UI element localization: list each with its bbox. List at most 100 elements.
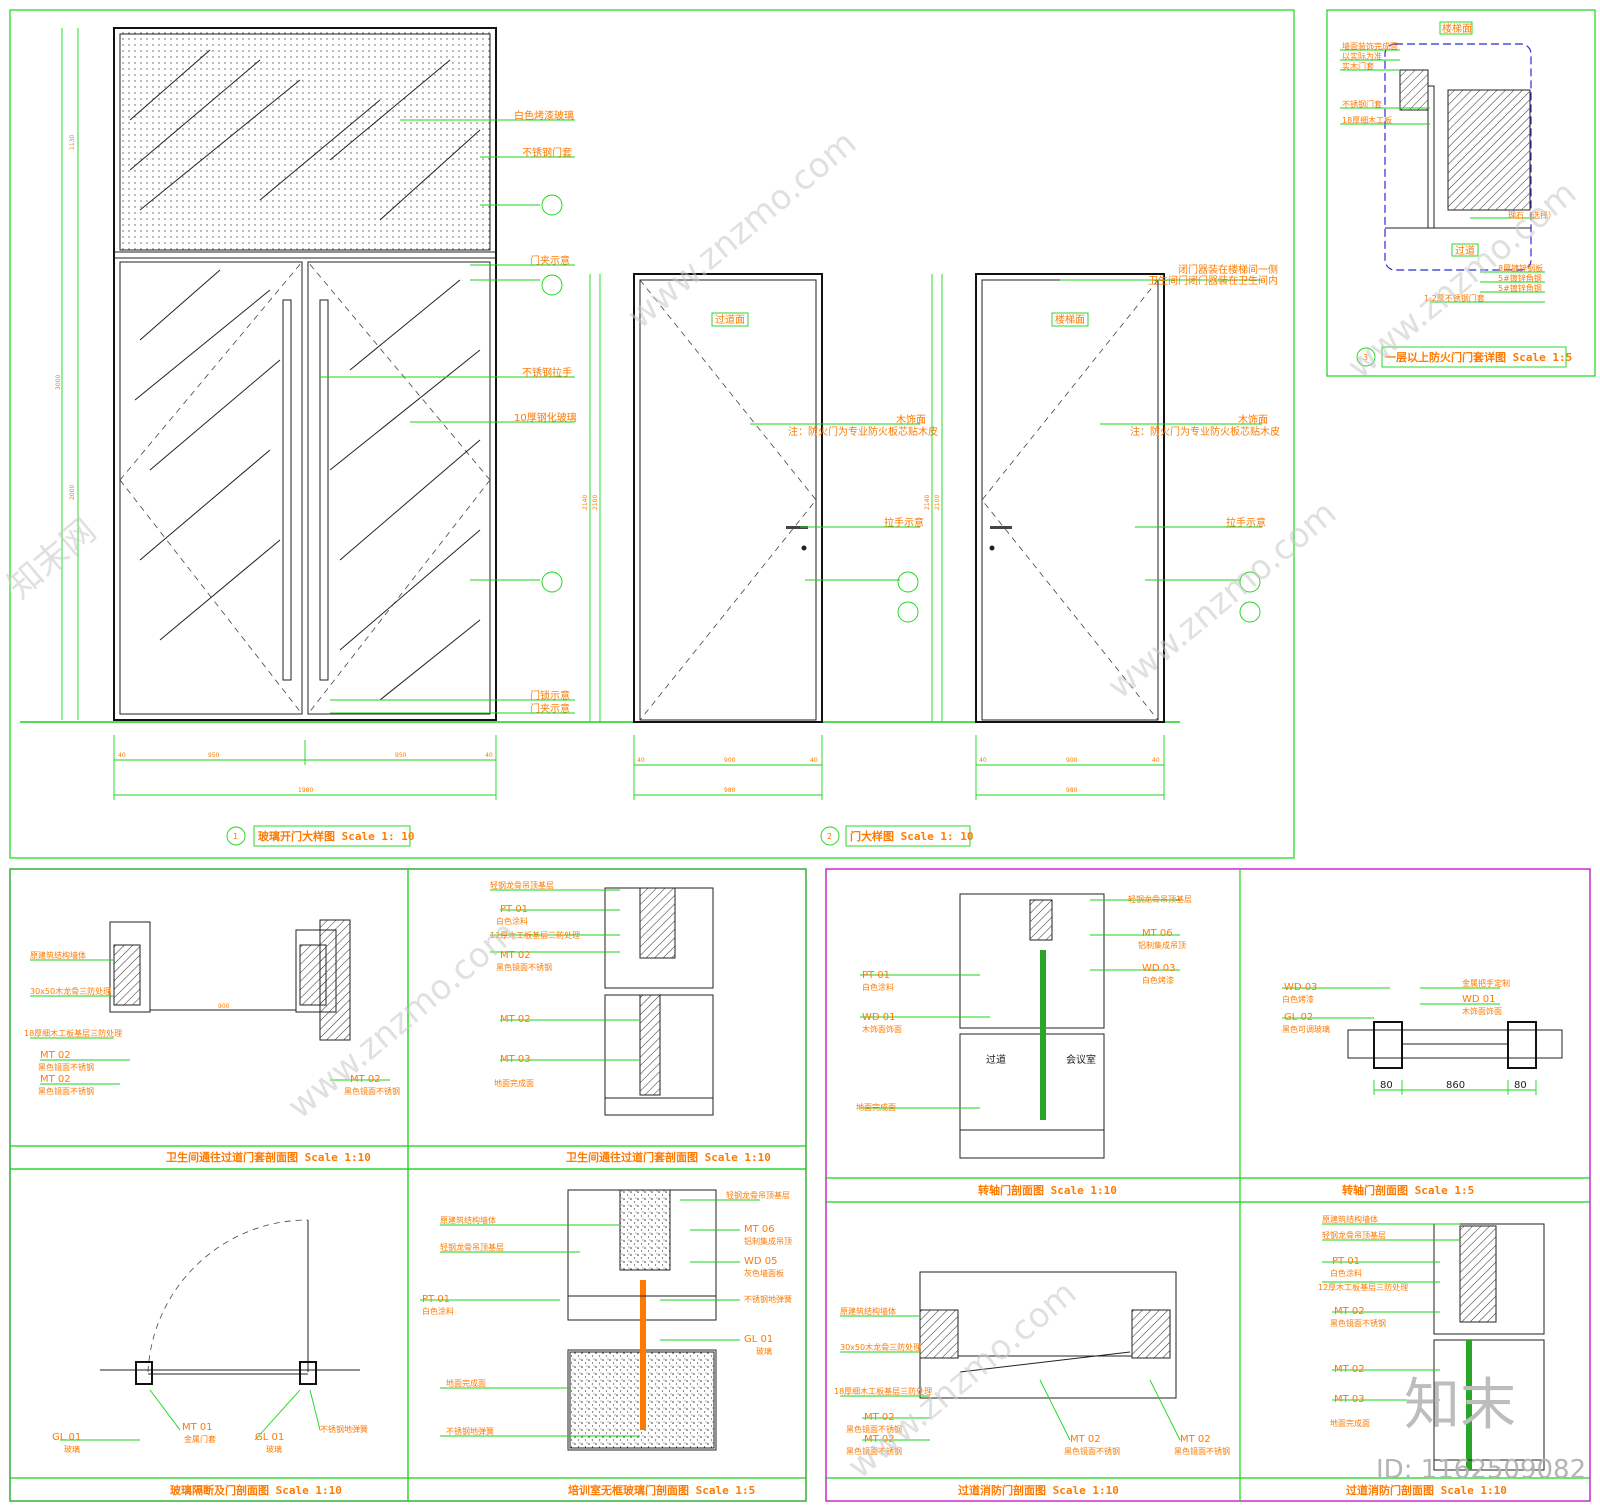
fire-r1: 8厚镀锌钢板	[1498, 263, 1543, 273]
fire-r3: 5#镀锌角钢	[1498, 283, 1542, 293]
title-num-1: 1	[233, 832, 238, 841]
door-1-name: 过道面	[715, 313, 745, 326]
s8-c1: MT 02	[1334, 1306, 1365, 1317]
title-s7: 过道消防门剖面图 Scale 1:10	[958, 1483, 1119, 1497]
frame-bottom-right	[825, 868, 1591, 1502]
watermark-1: www.znzmo.com	[620, 123, 864, 337]
dim-d1-0: 40	[637, 757, 645, 764]
s6-l6: 铝制集成吊顶	[744, 1236, 792, 1246]
dim-d2-left-0: 2140	[924, 495, 931, 510]
label-handle: 不锈钢拉手	[522, 366, 572, 379]
dim-gd-left-4: 2000	[69, 485, 76, 500]
s1-label-wall: 原建筑结构墙体	[30, 950, 86, 960]
fire-frame	[1427, 85, 1435, 229]
s5-l2: 玻璃	[266, 1444, 282, 1454]
title-s3: 转轴门剖面图 Scale 1:10	[978, 1183, 1117, 1197]
title-glass-door: 玻璃开门大样图 Scale 1: 10	[258, 829, 414, 843]
dim-d1-1: 900	[724, 757, 736, 764]
s5-l0: 玻璃	[64, 1444, 80, 1454]
s7-c1: MT 02	[864, 1434, 895, 1445]
s2-l1: 白色涂料	[496, 916, 528, 926]
door-2-handle: 拉手示意	[1226, 516, 1266, 529]
s8-leaders	[1322, 1223, 1460, 1401]
s8-l5: 地面完成面	[1330, 1418, 1370, 1428]
fire-top-box	[1439, 21, 1473, 35]
dim-d1-left-0: 2140	[582, 495, 589, 510]
door-1-wood: 木饰面	[896, 413, 926, 426]
s1-code-1: MT 02	[40, 1050, 71, 1061]
fire-wood-frame	[1399, 69, 1429, 111]
door-2-name: 楼梯面	[1055, 313, 1085, 326]
glass-door-elevation	[113, 27, 497, 721]
title-box-1	[253, 825, 411, 847]
dim-gd-left-1: 1130	[69, 135, 76, 150]
s4-dim-0: 80	[1380, 1080, 1393, 1091]
title-num-3: 3	[1363, 353, 1368, 362]
s8-l4: 黑色镜面不锈钢	[1330, 1318, 1386, 1328]
s4-l1: 黑色可调玻璃	[1282, 1024, 1330, 1034]
label-tempered-glass: 10厚钢化玻璃	[514, 411, 577, 424]
fire-l3: 不锈钢门套	[1342, 99, 1382, 109]
label-lock: 门锁示意	[530, 689, 570, 702]
door-2-tag-box	[1051, 312, 1089, 327]
s1-label-board: 18厚细木工板基层三防处理	[24, 1028, 122, 1038]
dim-d2-0: 40	[979, 757, 987, 764]
s4-l3: 木饰面饰面	[1462, 1006, 1502, 1016]
label-ss-frame: 不锈钢门套	[522, 146, 572, 159]
s6-c1: MT 06	[744, 1224, 775, 1235]
s4-dim-1: 860	[1446, 1080, 1465, 1091]
s1-label-keel: 30x50木龙骨三防处理	[30, 986, 111, 996]
section-s5	[100, 1219, 360, 1385]
s4-l2: 金属把手定制	[1462, 978, 1510, 988]
title-s5: 玻璃隔断及门剖面图 Scale 1:10	[170, 1483, 342, 1497]
door-1-handle: 拉手示意	[884, 516, 924, 529]
s1-dim: 900	[218, 1003, 230, 1010]
title-s4: 转轴门剖面图 Scale 1:5	[1342, 1183, 1474, 1197]
s7-l4: 黑色镜面不锈钢	[846, 1446, 902, 1456]
door-closer-note-2: 卫生间门闭门器装在卫生间内	[1148, 274, 1278, 287]
s7-c0: MT 02	[864, 1412, 895, 1423]
s4-dims	[1373, 1080, 1537, 1095]
s2-l2: 12厚木工板基层三防处理	[490, 930, 580, 940]
bottom-right-grid	[826, 869, 1590, 1501]
title-doors: 门大样图 Scale 1: 10	[850, 829, 973, 843]
s3-room-meeting: 会议室	[1066, 1053, 1096, 1066]
s6-l5: 轻钢龙骨吊顶基层	[726, 1190, 790, 1200]
s7-l5: 黑色镜面不锈钢	[1064, 1446, 1120, 1456]
detail-markers-1	[541, 194, 563, 593]
s8-c3: MT 03	[1334, 1394, 1365, 1405]
s4-c2: WD 01	[1462, 994, 1496, 1005]
s6-l3: 地面完成面	[446, 1378, 486, 1388]
s5-l1: 金属门套	[184, 1434, 216, 1444]
dim-d1-total: 980	[724, 787, 736, 794]
detail-markers-2	[897, 571, 1261, 623]
s6-l1: 轻钢龙骨吊顶基层	[440, 1242, 504, 1252]
s5-c2: GL 01	[255, 1432, 284, 1443]
s3-c3: WD 01	[862, 1012, 896, 1023]
s2-c0: PT 01	[500, 904, 528, 915]
dim-d2-left-1: 2100	[934, 495, 941, 510]
fire-l1: 以实际为准	[1342, 51, 1382, 61]
fire-l2: 实木门套	[1342, 61, 1374, 71]
s3-l0: 轻钢龙骨吊顶基层	[1128, 894, 1192, 904]
s6-l7: 灰色墙面板	[744, 1268, 784, 1278]
section-s6	[567, 1189, 717, 1451]
s6-l4: 不锈钢地弹簧	[446, 1426, 494, 1436]
s6-l0: 原建筑结构墙体	[440, 1215, 496, 1225]
s6-l8: 不锈钢地弹簧	[744, 1294, 792, 1304]
watermark-brand: 知末网	[0, 511, 104, 607]
fire-l0: 墙面装饰完成面	[1342, 41, 1398, 51]
s8-l1: 轻钢龙骨吊顶基层	[1322, 1230, 1386, 1240]
door-1-elevation	[633, 273, 823, 723]
s4-leaders	[1282, 987, 1500, 1019]
fire-top-label: 楼梯面	[1442, 22, 1472, 35]
s3-room-corridor: 过道	[986, 1053, 1006, 1066]
glass-door-leaders	[320, 119, 575, 714]
door-2-wood: 木饰面	[1238, 413, 1268, 426]
bottom-left-grid	[9, 868, 807, 1502]
s8-c2: MT 02	[1334, 1364, 1365, 1375]
s5-l3: 不锈钢地弹簧	[320, 1424, 368, 1434]
title-s6: 培训室无框玻璃门剖面图 Scale 1:5	[568, 1483, 755, 1497]
section-s3	[959, 893, 1105, 1159]
s8-l2: 白色涂料	[1330, 1268, 1362, 1278]
